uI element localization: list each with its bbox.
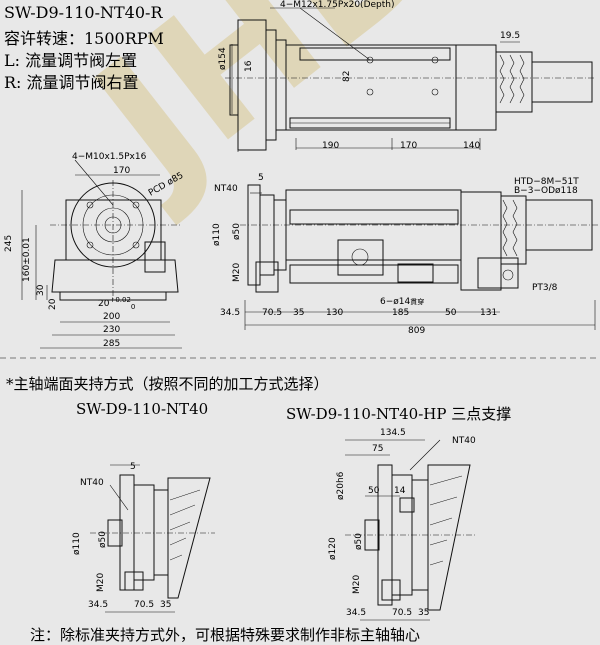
section-title: *主轴端面夹持方式（按照不同的加工方式选择） — [6, 375, 329, 393]
end-dim-30: 30 — [36, 284, 46, 296]
side-dim-131: 131 — [480, 308, 498, 318]
rd-dim-70-5: 70.5 — [392, 608, 413, 618]
right-detail-drawing — [345, 439, 475, 621]
side-dim-130: 130 — [326, 308, 344, 318]
rd-dim-d120: ø120 — [328, 537, 338, 560]
end-dim-20: 20 — [48, 298, 58, 310]
top-view-drawing — [225, 7, 595, 152]
rd-dim-134-5: 134.5 — [380, 428, 406, 438]
dim-19-5: 19.5 — [500, 31, 521, 41]
ld-dim-5: 5 — [130, 462, 136, 472]
side-nt40: NT40 — [214, 184, 238, 194]
side-dim-70-5: 70.5 — [262, 308, 283, 318]
side-m20: M20 — [232, 262, 242, 282]
side-pt: PT3/8 — [532, 283, 558, 293]
end-dim-160: 160±0.01 — [22, 237, 32, 282]
ld-dim-70-5: 70.5 — [134, 600, 155, 610]
end-dim-170: 170 — [113, 166, 131, 176]
ld-dim-d110: ø110 — [72, 532, 82, 555]
side-dim-34-5: 34.5 — [220, 308, 241, 318]
ld-dim-35: 35 — [160, 600, 172, 610]
side-b3: B−3−ODø118 — [514, 186, 578, 196]
dim-190: 190 — [322, 141, 340, 151]
ld-m20: M20 — [96, 572, 106, 592]
end-dim-200: 200 — [103, 312, 121, 322]
footer-note: 注：除标准夹持方式外，可根据特殊要求制作非标主轴轴心 — [30, 626, 421, 644]
side-view-drawing — [240, 184, 598, 330]
side-dim-809: 809 — [408, 326, 426, 336]
side-holes: 6−ø14貫穿 — [380, 297, 425, 307]
dim-16: 16 — [244, 60, 254, 72]
rd-dim-d50: ø50 — [354, 533, 364, 550]
dim-82: 82 — [342, 70, 352, 82]
rd-dim-50: 50 — [368, 486, 380, 496]
rd-nt40: NT40 — [452, 436, 476, 446]
side-dim-5: 5 — [258, 173, 264, 183]
rd-dim-75: 75 — [372, 444, 384, 454]
left-model-title: SW-D9-110-NT40 — [76, 400, 209, 418]
dim-170: 170 — [400, 141, 418, 151]
rd-dim-35: 35 — [418, 608, 430, 618]
side-dim-35: 35 — [293, 308, 305, 318]
left-detail-drawing — [90, 464, 215, 613]
end-dim-245: 245 — [4, 234, 14, 252]
end-dim-285: 285 — [103, 339, 121, 349]
end-dim-230: 230 — [103, 325, 121, 335]
end-callout: 4−M10x1.5Px16 — [72, 152, 147, 162]
side-htd: HTD−8M−51T — [514, 177, 579, 187]
dim-140: 140 — [463, 141, 481, 151]
speed-spec: 容许转速：1500RPM — [4, 29, 164, 48]
rd-m20: M20 — [352, 574, 362, 594]
side-dim-50: 50 — [445, 308, 457, 318]
side-dim-d110: ø110 — [212, 223, 222, 246]
ld-nt40: NT40 — [80, 478, 104, 488]
rd-dim-34-5: 34.5 — [346, 608, 367, 618]
model-title: SW-D9-110-NT40-R — [4, 3, 163, 22]
valve-left-note: L: 流量调节阀左置 — [4, 51, 138, 70]
rd-dim-14: 14 — [394, 486, 406, 496]
end-view-drawing — [21, 159, 182, 349]
rd-dim-d20h6: ø20h6 — [336, 471, 346, 500]
valve-right-note: R: 流量调节阀右置 — [4, 73, 139, 92]
end-dim-20-tol: 20+0.020 — [98, 296, 136, 311]
side-dim-d50: ø50 — [232, 223, 242, 240]
ld-dim-d50: ø50 — [98, 531, 108, 548]
side-dim-185: 185 — [392, 308, 410, 318]
dim-d154: ø154 — [218, 47, 228, 70]
ld-dim-34-5: 34.5 — [88, 600, 109, 610]
right-model-title: SW-D9-110-NT40-HP 三点支撑 — [286, 405, 512, 423]
top-callout: 4−M12x1.75Px20(Depth) — [280, 0, 395, 10]
